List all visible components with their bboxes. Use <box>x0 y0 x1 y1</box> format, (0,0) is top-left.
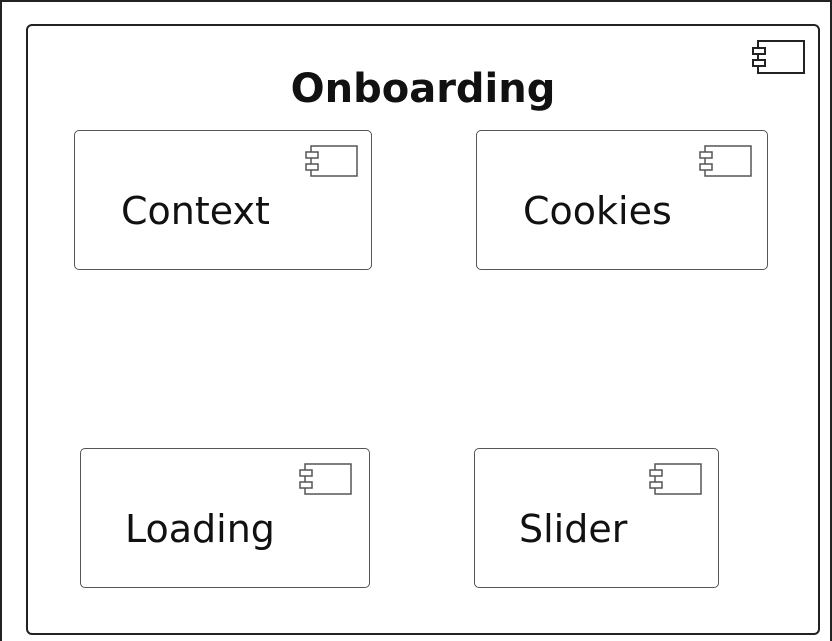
component-icon <box>305 145 358 177</box>
onboarding-package: Onboarding Context Cookies <box>26 24 820 635</box>
component-cookies[interactable]: Cookies <box>476 130 768 270</box>
component-icon <box>699 145 752 177</box>
component-label: Context <box>121 189 270 233</box>
package-title: Onboarding <box>290 66 556 112</box>
component-label: Cookies <box>523 189 672 233</box>
component-context[interactable]: Context <box>74 130 372 270</box>
component-slider[interactable]: Slider <box>474 448 719 588</box>
component-icon <box>299 463 352 495</box>
component-loading[interactable]: Loading <box>80 448 370 588</box>
component-icon <box>649 463 702 495</box>
component-icon <box>752 40 805 74</box>
component-label: Slider <box>519 507 628 551</box>
component-label: Loading <box>125 507 275 551</box>
